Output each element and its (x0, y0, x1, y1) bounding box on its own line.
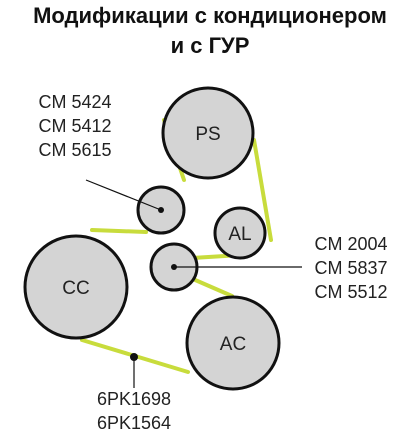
pulley-label-ps: PS (195, 124, 220, 145)
diagram-title-line1: Модификации с кондиционером (33, 3, 387, 28)
pulley-label-ac: AC (220, 334, 246, 355)
belt-marker-dot (130, 353, 138, 361)
pulley-ps: PS (161, 86, 255, 180)
callout-idler-upper-1: CM 5424 (38, 92, 111, 112)
belt-segment-cc-idler (90, 228, 148, 234)
callout-idler-upper-3: CM 5615 (38, 140, 111, 160)
pulley-al: AL (213, 206, 267, 260)
callout-belt-2: 6PK1564 (97, 413, 171, 433)
pulley-cc: CC (23, 234, 129, 340)
callout-idler-upper-2: CM 5412 (38, 116, 111, 136)
callout-belt-1: 6PK1698 (97, 389, 171, 409)
pulley-label-cc: CC (62, 278, 89, 299)
pulley-label-al: AL (228, 224, 251, 245)
pulley-ac: AC (185, 295, 281, 391)
diagram-title-line2: и с ГУР (170, 33, 250, 58)
callout-idler-lower-3: CM 5512 (314, 282, 387, 302)
leader-line-idler-upper (85, 179, 162, 211)
belt-segment-ps-al (252, 138, 273, 242)
callout-idler-lower-2: CM 5837 (314, 258, 387, 278)
callout-idler-lower-1: CM 2004 (314, 234, 387, 254)
